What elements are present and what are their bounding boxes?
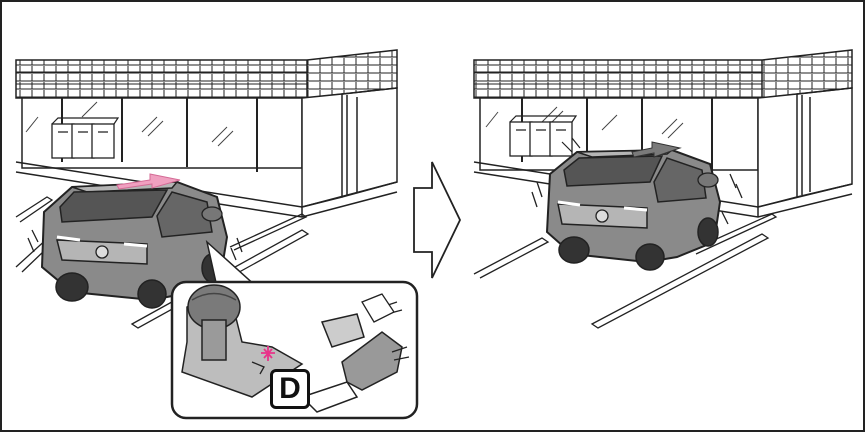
storage-bins-left [52,118,118,158]
transition-arrow-icon [414,162,460,278]
storage-bins-right [510,116,576,156]
gear-position-label: D [270,369,310,409]
building-roof-right [474,50,852,98]
left-scene [16,50,417,418]
right-scene [474,50,852,328]
building-roof-left [16,50,397,98]
